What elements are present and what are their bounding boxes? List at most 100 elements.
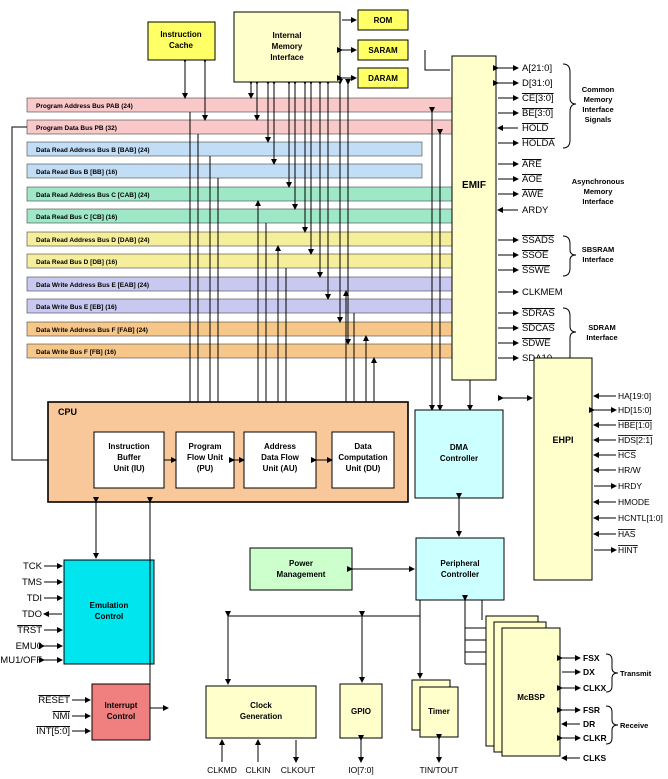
emif-sig-be: BE[3:0] [522,108,553,119]
emif-label: EMIF [462,180,486,191]
mcbsp-sig-clks: CLKS [583,753,606,763]
dma-label-2: Controller [440,454,478,463]
sig-io: IO[7:0] [348,765,374,775]
emif-sig-ce: CE[3:0] [522,93,554,104]
emu-sig-tms: TMS [22,577,42,588]
du-block: Data Computation Unit (DU) [331,431,395,489]
group-async-2: Memory [584,187,614,196]
sig-tin-tout: TIN/TOUT [419,765,458,775]
bus-pab: Program Address Bus PAB (24) [26,97,453,113]
cpu-bus-taps [187,112,377,433]
ehpi-block: EHPI [533,357,593,581]
mcbsp-sig-dx: DX [583,667,595,677]
clockgen-label-2: Generation [240,712,282,721]
emu-sig-tck: TCK [23,561,43,572]
emulation-label-1: Emulation [90,601,129,610]
bus-dab: Data Read Address Bus D [DAB] (24) [26,231,453,247]
bus-pb-label: Program Data Bus PB (32) [36,125,117,132]
bus-dab-label: Data Read Address Bus D [DAB] (24) [36,237,150,244]
emu-sig-tdi: TDI [27,593,42,604]
ehpi-sig-hd: HD[15:0] [618,405,652,415]
bus-cab-label: Data Read Address Bus C [CAB] (24) [36,192,150,199]
du-label-3: Unit (DU) [346,464,381,473]
emif-sig-ssads: SSADS [522,235,554,246]
emif-sig-awe: AWE [522,189,543,200]
memory-links [337,17,450,81]
group-common-2: Memory [584,95,614,104]
mcbsp-sig-fsx: FSX [583,653,600,663]
emif-group-labels: Common Memory Interface Signals Asynchro… [572,85,625,342]
ibu-block: Instruction Buffer Unit (IU) [93,431,165,489]
emulation-signals: TCK TMS TDI TDO TRST EMU0 EMU1/OFF [0,561,63,666]
memory-bus-taps [248,79,351,345]
emif-sig-ssoe: SSOE [522,250,548,261]
emulation-label-2: Control [95,612,123,621]
bus-bab-label: Data Read Address Bus B [BAB] (24) [36,147,150,154]
interrupt-label-1: Interrupt [105,701,138,710]
ehpi-signals: HA[19:0] HD[15:0] HBE[1:0] HDS[2:1] HCS … [589,391,663,555]
bottom-signals: CLKMD CLKIN CLKOUT IO[7:0] TIN/TOUT [207,734,459,775]
group-async-3: Interface [582,197,613,206]
bus-cb-label: Data Read Bus C [CB] (16) [36,214,117,221]
pu-label-3: (PU) [197,464,214,473]
group-sdram-1: SDRAM [588,323,616,332]
pu-label-2: Flow Unit [187,453,223,462]
bus-cab: Data Read Address Bus C [CAB] (24) [26,186,453,202]
emu-sig-trst: TRST [17,625,42,636]
bus-fab: Data Write Address Bus F [FAB] (24) [26,321,453,337]
mcbsp-label: McBSP [517,693,545,702]
emif-group-brackets [562,63,577,365]
ehpi-sig-ha: HA[19:0] [618,391,651,401]
emu-sig-tdo: TDO [22,609,42,620]
instruction-cache-label-2: Cache [169,41,194,50]
emif-block: EMIF [451,55,497,381]
cache-bus-taps [182,57,208,121]
bus-fb-label: Data Write Bus F [FB] (16) [36,349,116,356]
power-management-block: Power Management [249,547,353,591]
peripheral-controller-block: Peripheral Controller [415,537,505,601]
peripheral-label-2: Controller [441,570,479,579]
saram-label: SARAM [368,46,398,55]
emif-sig-clkmem: CLKMEM [522,287,563,298]
instruction-cache-label-1: Instruction [160,30,201,39]
bus-pb: Program Data Bus PB (32) [26,119,453,135]
dma-controller-block: DMA Controller [414,409,504,499]
ehpi-sig-hint: HINT [618,545,638,555]
bus-db-label: Data Read Bus D [DB] (16) [36,259,117,266]
ehpi-sig-hds: HDS[2:1] [618,435,653,445]
dma-label-1: DMA [450,443,468,452]
internal-memory-interface-block: Internal Memory Interface [233,11,341,83]
bus-eab-label: Data Write Address Bus E [EAB] (24) [36,282,149,289]
emu-sig-emu0: EMU0 [16,641,42,652]
interrupt-label-2: Control [107,712,135,721]
group-common-1: Common [582,85,615,94]
emif-sig-d: D[31:0] [522,78,553,89]
emif-sig-sswe: SSWE [522,265,550,276]
mcbsp-sig-clkr: CLKR [583,733,607,743]
ehpi-sig-hrdy: HRDY [618,481,642,491]
pu-block: Program Flow Unit (PU) [175,431,235,489]
emif-sig-sdras: SDRAS [522,308,555,319]
au-label-3: Unit (AU) [263,464,298,473]
emif-sig-a: A[21:0] [522,63,552,74]
group-sbsram-1: SBSRAM [582,245,615,254]
bus-bb: Data Read Bus B [BB] (16) [26,163,423,179]
peripheral-label-1: Peripheral [440,559,479,568]
bus-eb: Data Write Bus E [EB] (16) [26,298,453,314]
group-sdram-2: Interface [586,333,617,342]
internal-memory-label-3: Interface [270,53,304,62]
emif-signals: A[21:0] D[31:0] CE[3:0] BE[3:0] HOLD HOL… [493,63,563,364]
rom-block: ROM [357,9,409,31]
ehpi-sig-has: HAS [618,529,636,539]
mcbsp-sig-dr: DR [583,719,595,729]
group-common-3: Interface [582,105,613,114]
emif-sig-aoe: AOE [522,174,542,185]
internal-memory-label-1: Internal [273,31,302,40]
emif-dma-links [429,107,473,411]
ibu-label-2: Buffer [117,453,141,462]
mcbsp-signals: FSX DX CLKX FSR DR CLKR CLKS [557,653,607,763]
mcbsp-group-transmit: Transmit [620,669,652,678]
group-common-4: Signals [585,115,612,124]
int-sig-reset: RESET [38,695,70,706]
